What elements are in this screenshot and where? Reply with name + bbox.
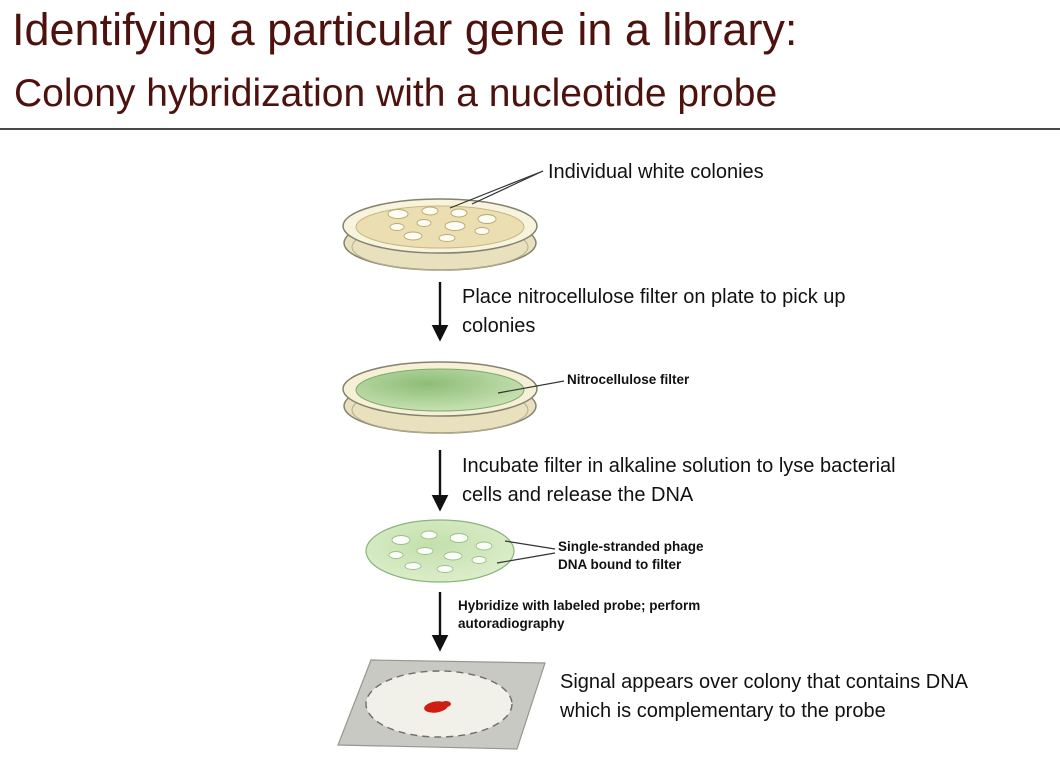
dna-spots — [388, 530, 493, 573]
signal-spot — [424, 701, 451, 713]
label-step3-hybridize: Hybridize with labeled probe; perform au… — [458, 598, 701, 632]
autoradiograph-film — [337, 659, 546, 750]
page-title: Identifying a particular gene in a libra… — [12, 4, 798, 55]
filter-pointer-line — [497, 380, 565, 394]
ssdna-pointer-lines — [496, 540, 556, 564]
label-individual-white-colonies: Individual white colonies — [548, 161, 764, 183]
petri-dish-filter — [342, 361, 538, 434]
label-ssdna-bound: Single-stranded phage DNA bound to filte… — [558, 539, 704, 573]
label-step2-incubate: Incubate filter in alkaline solution to … — [462, 455, 896, 506]
nitrocellulose-filter-disc — [355, 368, 525, 412]
filter-with-dna-spots — [365, 519, 515, 583]
title-divider — [0, 128, 1060, 130]
colonies-pointer-lines — [449, 170, 544, 209]
page-subtitle: Colony hybridization with a nucleotide p… — [14, 72, 778, 115]
petri-dish-colonies — [342, 198, 538, 271]
label-signal-appears: Signal appears over colony that contains… — [560, 671, 967, 722]
label-nitrocellulose-filter: Nitrocellulose filter — [567, 372, 690, 387]
label-step1-place-filter: Place nitrocellulose filter on plate to … — [462, 286, 846, 337]
white-colonies — [387, 206, 497, 242]
